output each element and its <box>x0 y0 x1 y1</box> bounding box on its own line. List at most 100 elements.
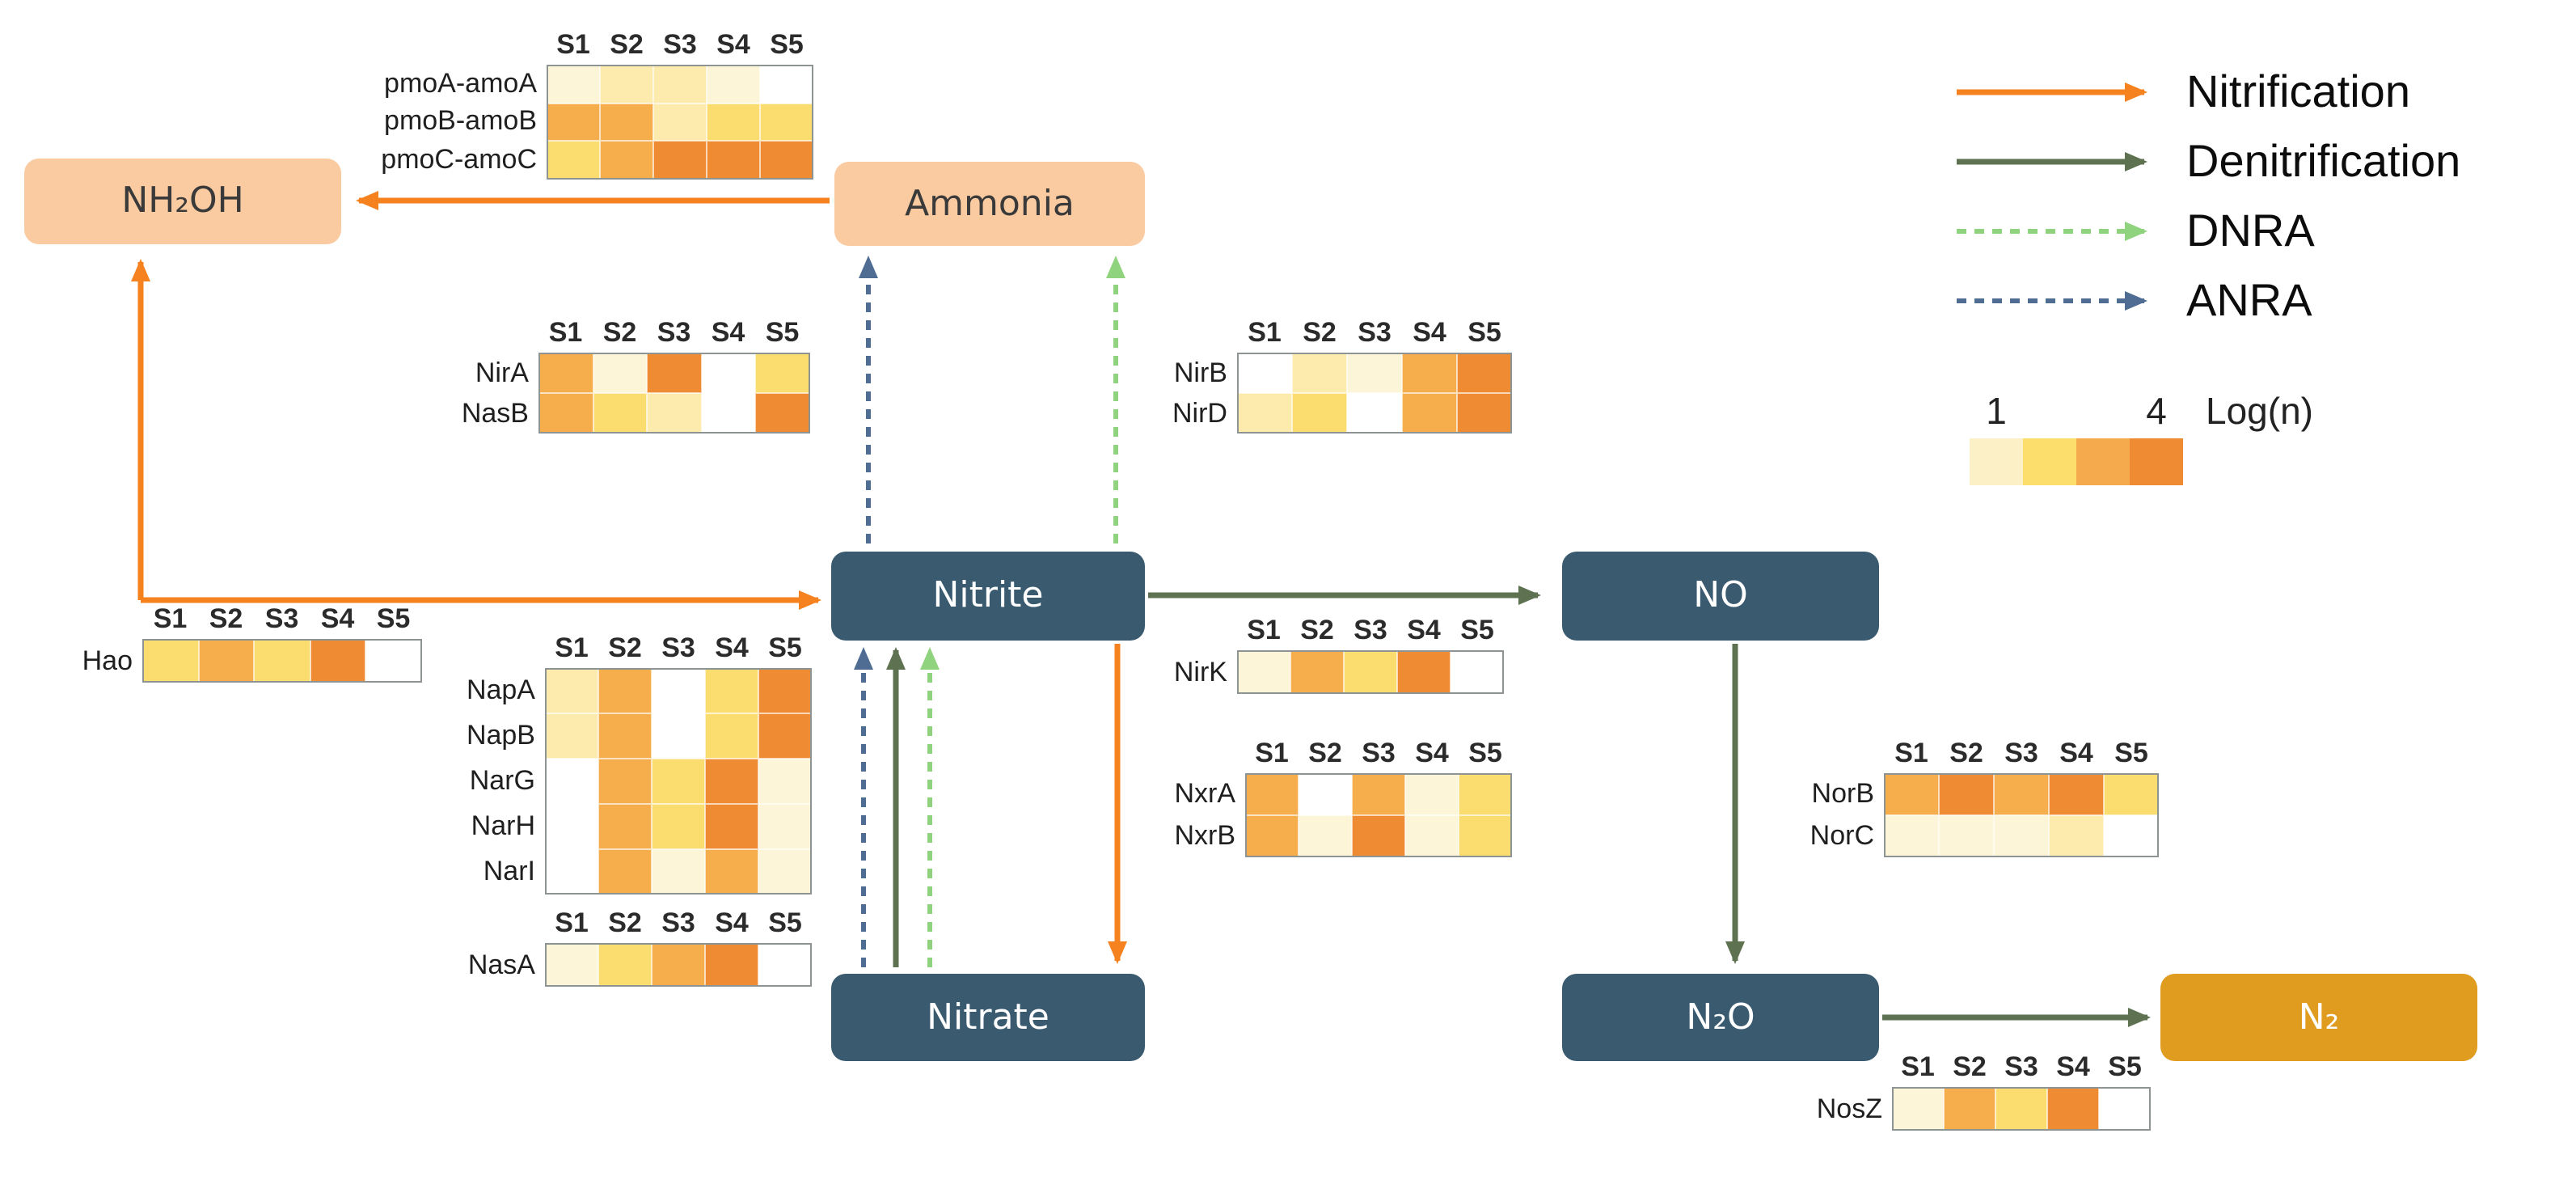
heatmap-cell <box>647 393 701 434</box>
heatmap-cell <box>545 943 598 987</box>
heatmap-cell <box>758 759 812 804</box>
sample-header: S3 <box>264 603 299 634</box>
heatmap-corner <box>1808 1051 1892 1087</box>
sample-header: S5 <box>770 29 804 60</box>
heatmap-cell <box>1290 650 1344 694</box>
heatmap-cell <box>598 668 652 713</box>
heatmap-cell <box>705 804 758 849</box>
sample-header: S4 <box>2056 1051 2090 1082</box>
colorbar-min-label: 1 <box>1986 390 2007 432</box>
heatmap-corner <box>1156 615 1237 650</box>
sample-header: S2 <box>1949 738 1983 768</box>
heatmap-cell <box>2049 815 2104 857</box>
heatmap-cell <box>600 141 653 179</box>
sample-header: S2 <box>1308 738 1342 768</box>
heatmap-cell <box>652 849 705 895</box>
node-ammonia: Ammonia <box>834 162 1145 246</box>
heatmap-cell <box>598 849 652 895</box>
heatmap-cell <box>701 393 755 434</box>
sample-header: S4 <box>1413 317 1446 348</box>
heatmap-cell <box>1352 773 1405 815</box>
sample-header: S5 <box>376 603 411 634</box>
sample-header: S2 <box>1303 317 1337 348</box>
sample-header: S3 <box>1362 738 1396 768</box>
heatmap-cell <box>2099 1087 2151 1131</box>
heatmap-cell <box>1884 815 1939 857</box>
heatmap-cell <box>705 668 758 713</box>
heatmap-cell <box>652 713 705 759</box>
gene-row-label: NarI <box>483 856 535 886</box>
gene-row-label: NarH <box>471 810 535 841</box>
sample-header: S5 <box>768 632 802 663</box>
sample-header: S2 <box>608 907 642 938</box>
heatmap-cell <box>760 65 813 103</box>
heatmap-cell <box>755 393 809 434</box>
sample-header: S3 <box>2004 738 2038 768</box>
heatmap-cell <box>254 639 310 683</box>
heatmap-cell <box>142 639 198 683</box>
colorbar-swatch <box>2023 438 2076 485</box>
heatmap-cell <box>758 713 812 759</box>
heatmap-cell <box>1994 773 2049 815</box>
heatmap-cell <box>1892 1087 1944 1131</box>
heatmap-cell <box>1405 773 1459 815</box>
colorbar-swatch <box>2130 438 2183 485</box>
heatmap-cell <box>2104 815 2159 857</box>
legend-item-denitrification: Denitrification <box>2186 136 2461 186</box>
heatmap-cell <box>1292 393 1347 434</box>
heatmap-cell <box>598 759 652 804</box>
node-no: NO <box>1562 552 1879 641</box>
sample-header: S4 <box>1415 738 1449 768</box>
heatmap-corner <box>456 632 545 668</box>
sample-header: S3 <box>661 632 695 663</box>
heatmap-cell <box>653 141 707 179</box>
node-nitrite: Nitrite <box>831 552 1145 641</box>
heatmap-cell <box>2047 1087 2099 1131</box>
heatmap-cell <box>758 943 812 987</box>
heatmap-cell <box>701 353 755 393</box>
heatmap-cell <box>705 849 758 895</box>
heatmap-cell <box>593 393 647 434</box>
heatmap-cell <box>707 65 760 103</box>
heatmap-cell <box>365 639 421 683</box>
heatmap-corner <box>456 907 545 943</box>
heatmap-cell <box>707 103 760 141</box>
sample-header: S4 <box>320 603 355 634</box>
sample-header: S3 <box>661 907 695 938</box>
gene-row-label: pmoC-amoC <box>381 143 537 175</box>
heatmap-cell <box>705 713 758 759</box>
heatmap-cell <box>1237 393 1292 434</box>
sample-header: S1 <box>556 29 590 60</box>
sample-header: S2 <box>209 603 243 634</box>
heatmap-corner <box>393 29 547 65</box>
heatmap-cell <box>1237 353 1292 393</box>
heatmap-corner <box>1156 738 1245 773</box>
gene-row-label: NirD <box>1172 397 1227 428</box>
heatmap-cell <box>598 943 652 987</box>
heatmap-cell <box>705 759 758 804</box>
heatmap-cell <box>545 759 598 804</box>
heatmap-cell <box>1451 650 1504 694</box>
sample-header: S3 <box>2004 1051 2038 1082</box>
gene-row-label: NirB <box>1173 357 1227 387</box>
heatmap-cell <box>707 141 760 179</box>
node-nh2oh: NH₂OH <box>24 159 341 244</box>
node-n2: N₂ <box>2160 974 2477 1061</box>
heatmap-cell <box>2049 773 2104 815</box>
gene-row-label: NxrA <box>1174 778 1235 809</box>
colorbar-swatch <box>2076 438 2130 485</box>
sample-header: S1 <box>1247 615 1281 645</box>
heatmap-cell <box>1397 650 1451 694</box>
heatmap-cell <box>653 65 707 103</box>
heatmap-cell <box>547 141 600 179</box>
gene-row-label: NirA <box>475 357 529 387</box>
sample-header: S1 <box>1894 738 1928 768</box>
gene-row-label: NasB <box>461 397 529 428</box>
heatmap-cell <box>593 353 647 393</box>
heatmap-cell <box>652 759 705 804</box>
sample-header: S4 <box>715 907 749 938</box>
